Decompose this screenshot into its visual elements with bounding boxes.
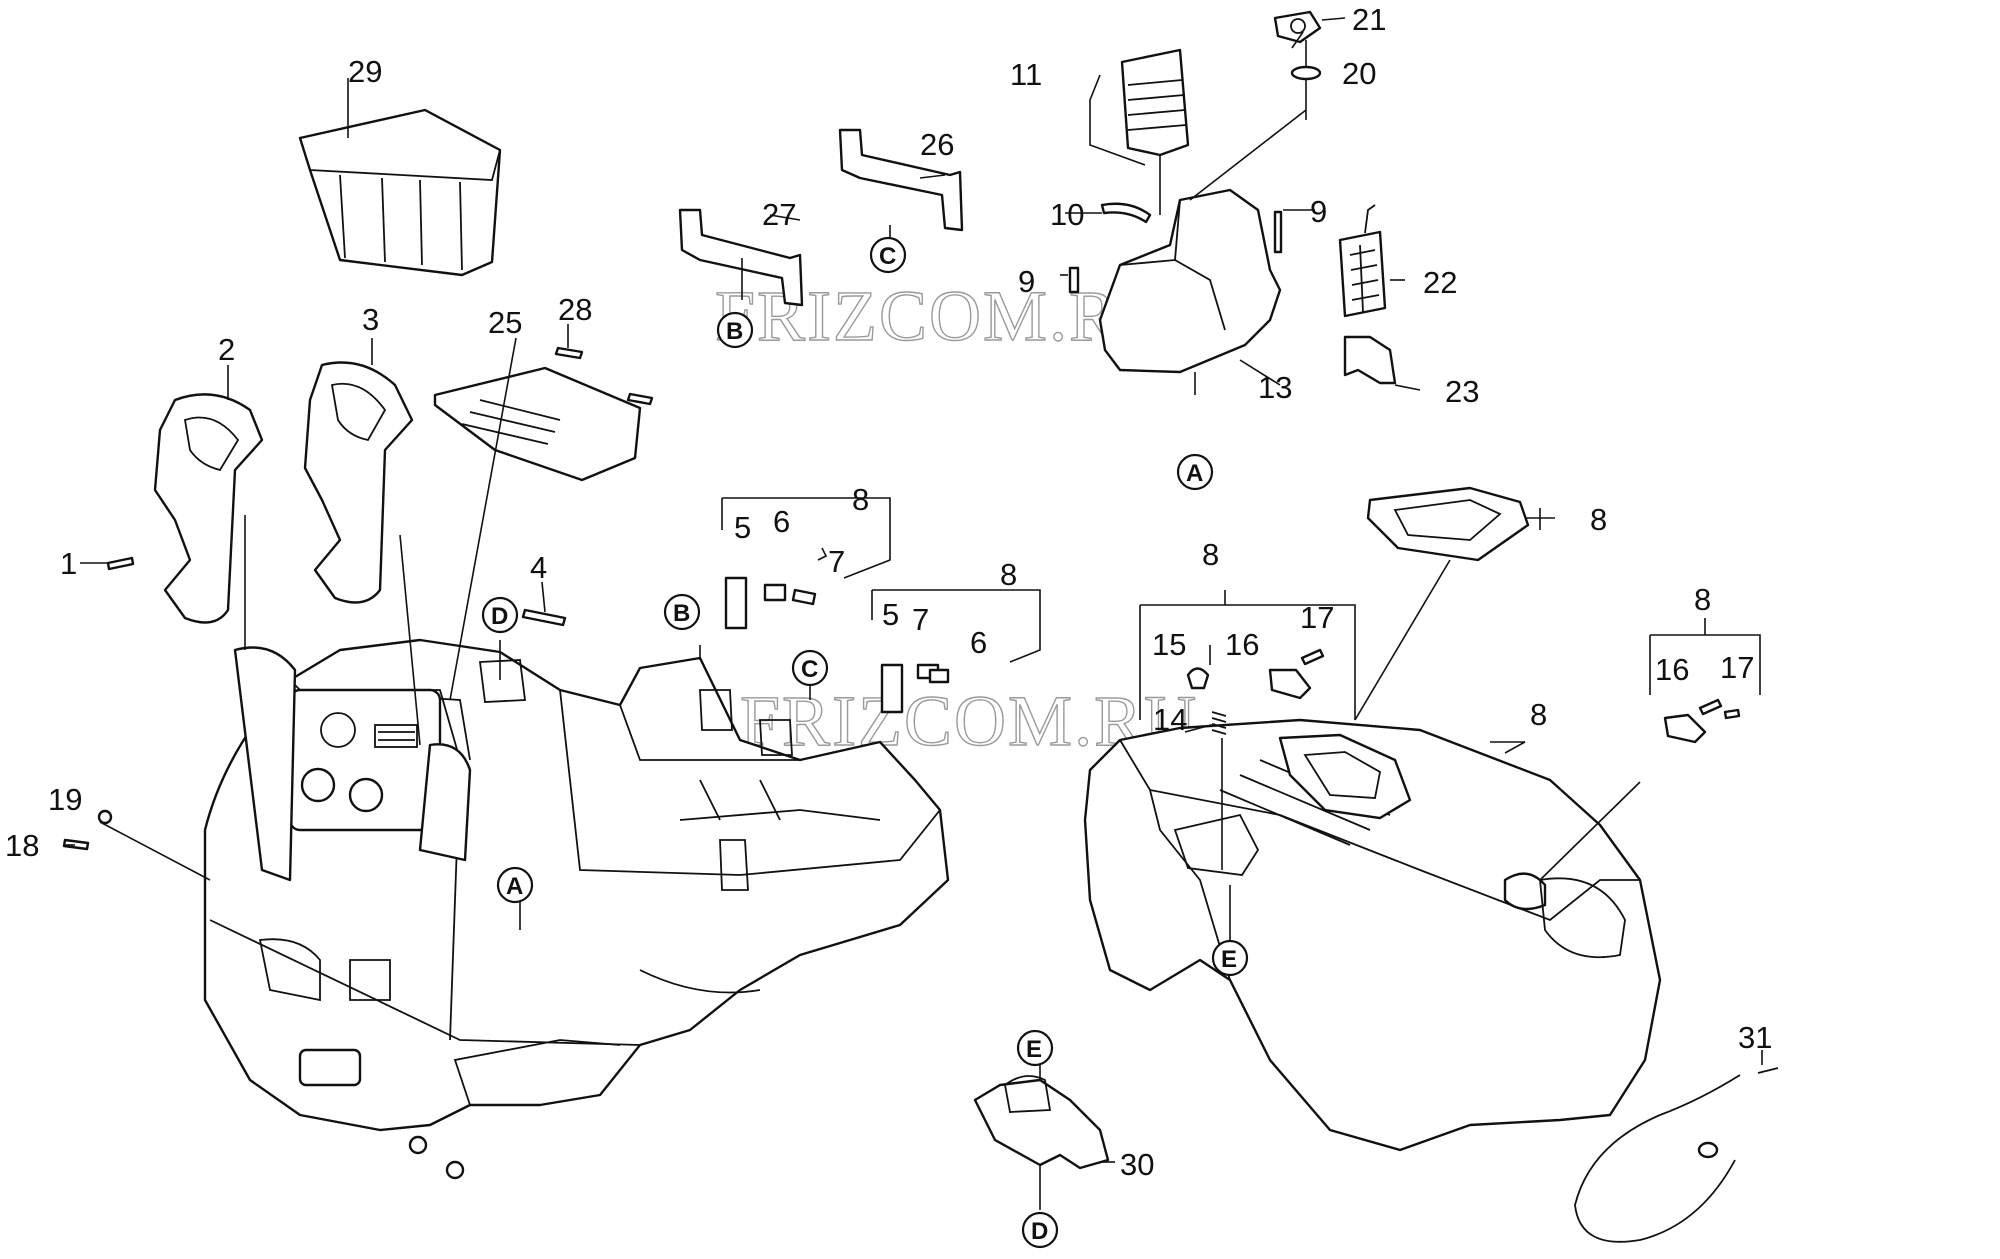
callout-10: 10 (1050, 197, 1084, 232)
part-29-storage-tray (298, 108, 502, 277)
part-11-display-unit (1120, 48, 1190, 157)
callout-21: 21 (1352, 2, 1386, 37)
callout-30: 30 (1120, 1147, 1154, 1182)
callout-8-cover: 8 (1530, 697, 1547, 732)
marker-d-sensor: D (1021, 1211, 1059, 1249)
callout-20: 20 (1342, 56, 1376, 91)
callout-16-left: 16 (1225, 627, 1259, 662)
callout-5-right: 5 (882, 597, 899, 632)
part-8-gasket-frame (1366, 486, 1530, 562)
svg-text:D: D (1031, 1218, 1048, 1245)
callout-16-right: 16 (1655, 652, 1689, 687)
svg-text:B: B (673, 600, 690, 627)
callout-19: 19 (48, 782, 82, 817)
callout-25: 25 (488, 305, 522, 340)
callout-8-far-right: 8 (1694, 582, 1711, 617)
callout-2: 2 (218, 332, 235, 367)
callout-18: 18 (5, 828, 39, 863)
callout-28: 28 (558, 292, 592, 327)
callout-6-left: 6 (773, 504, 790, 539)
callout-7-right: 7 (912, 602, 929, 637)
callout-13: 13 (1258, 370, 1292, 405)
marker-c-top: C (869, 236, 907, 274)
svg-text:A: A (1186, 460, 1203, 487)
callout-8-middle: 8 (1000, 557, 1017, 592)
part-13-dashboard-column (1098, 188, 1282, 374)
marker-e-sensor: E (1016, 1029, 1054, 1067)
part-26-bracket (838, 128, 964, 232)
svg-text:E: E (1026, 1036, 1042, 1063)
callout-17-left: 17 (1300, 600, 1334, 635)
callout-22: 22 (1423, 265, 1457, 300)
part-10-clip (1100, 202, 1152, 224)
part-16-17-latch-right (1663, 698, 1741, 744)
callout-9-right: 9 (1310, 194, 1327, 229)
part-28-pins (554, 346, 654, 406)
callout-8-left: 8 (852, 482, 869, 517)
callout-8-gasket: 8 (1590, 502, 1607, 537)
part-31-cable (1574, 1067, 1779, 1243)
callout-23: 23 (1445, 374, 1479, 409)
callout-11: 11 (1010, 57, 1042, 92)
part-3-side-handle (303, 361, 414, 604)
marker-e-cover: E (1211, 939, 1249, 977)
letter-markers: A A B B C C D D (481, 236, 1249, 1249)
part-2-side-handle (153, 393, 264, 624)
callout-7-left: 7 (828, 544, 845, 579)
callout-15: 15 (1152, 627, 1186, 662)
part-20-o-ring (1290, 65, 1322, 81)
callout-27: 27 (762, 197, 796, 232)
marker-c-body: C (791, 649, 829, 687)
part-27-bracket (678, 208, 804, 307)
callout-5-left: 5 (734, 510, 751, 545)
part-16-17-latch-left (1268, 648, 1325, 700)
part-18-19-screw-washer (62, 809, 113, 851)
callout-29: 29 (348, 54, 382, 89)
part-5-6-7-latch-group-left (724, 576, 817, 630)
callout-4: 4 (530, 550, 547, 585)
part-22-keypad (1338, 204, 1387, 318)
svg-text:C: C (801, 656, 818, 683)
part-1-screw (106, 556, 135, 571)
callout-numbers: 1 2 3 4 5 6 7 8 5 7 6 8 9 9 10 11 13 14 … (5, 2, 1772, 1182)
part-23-bracket (1343, 335, 1397, 385)
callout-9-left: 9 (1018, 264, 1035, 299)
leader-lines (65, 17, 1763, 1210)
part-15-knob (1186, 667, 1210, 690)
callout-14: 14 (1153, 702, 1187, 737)
marker-b-body: B (663, 593, 701, 631)
part-9-screws (1068, 210, 1283, 294)
callout-3: 3 (362, 302, 379, 337)
callout-8-right-group: 8 (1202, 537, 1219, 572)
svg-text:B: B (726, 318, 743, 345)
callout-1: 1 (60, 546, 77, 581)
part-30-sensor-bracket (973, 1075, 1110, 1170)
marker-d-body: D (481, 596, 519, 634)
part-21-cap (1273, 10, 1322, 44)
callout-26: 26 (920, 127, 954, 162)
svg-text:A: A (506, 873, 523, 900)
svg-text:D: D (491, 603, 508, 630)
callout-6-right: 6 (970, 625, 987, 660)
marker-a-body: A (496, 866, 534, 904)
part-5-6-7-latch-group-right (880, 663, 950, 714)
main-chassis-body (203, 638, 950, 1180)
marker-a-top: A (1176, 453, 1214, 491)
part-4-screw (521, 608, 567, 627)
callout-31: 31 (1738, 1020, 1772, 1055)
rear-cover-hood (1083, 718, 1662, 1152)
callout-17-right: 17 (1720, 650, 1754, 685)
marker-b-top: B (716, 311, 754, 349)
svg-text:C: C (879, 243, 896, 270)
svg-text:E: E (1221, 946, 1237, 973)
part-14-spring (1211, 711, 1227, 735)
part-25-top-cover (433, 366, 642, 482)
